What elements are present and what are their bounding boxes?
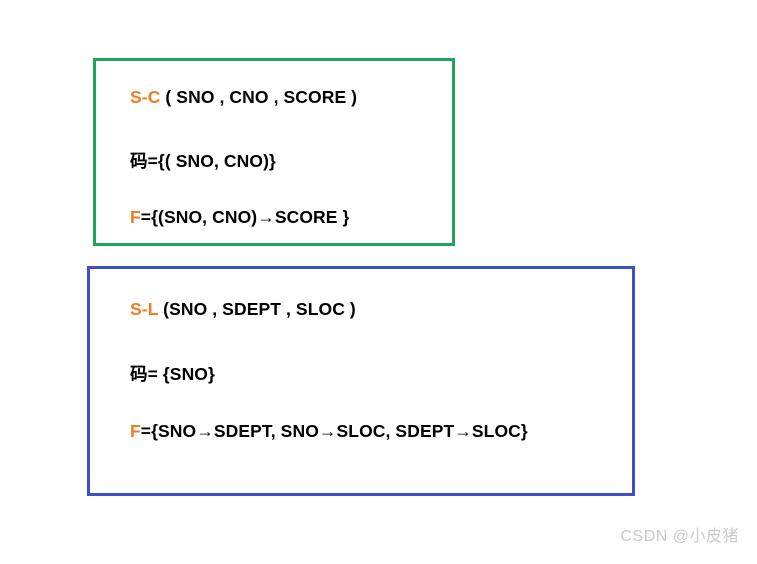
relation-name-sl: S-L bbox=[130, 299, 159, 319]
relation-box-sl-content: S-L (SNO , SDEPT , SLOC ) 码= {SNO} F={SN… bbox=[90, 269, 632, 493]
relation-attributes-sc: ( SNO , CNO , SCORE ) bbox=[160, 87, 358, 107]
key-value-sl: = {SNO} bbox=[147, 364, 215, 384]
relation-attributes-sl: (SNO , SDEPT , SLOC ) bbox=[158, 299, 356, 319]
relation-key-sl: 码= {SNO} bbox=[130, 361, 215, 386]
key-label-cjk-sl: 码 bbox=[130, 365, 148, 385]
relation-box-sc: S-C ( SNO , CNO , SCORE ) 码={( SNO, CNO)… bbox=[93, 58, 455, 246]
relation-fd-sc: F={(SNO, CNO)→SCORE } bbox=[130, 207, 349, 228]
relation-schema-sc: S-C ( SNO , CNO , SCORE ) bbox=[130, 87, 357, 108]
key-value-sc: ={( SNO, CNO)} bbox=[147, 151, 276, 171]
relation-fd-sl: F={SNO→SDEPT, SNO→SLOC, SDEPT→SLOC} bbox=[130, 421, 528, 442]
fd-value-sc: ={(SNO, CNO)→SCORE } bbox=[140, 207, 350, 227]
relation-box-sc-content: S-C ( SNO , CNO , SCORE ) 码={( SNO, CNO)… bbox=[96, 61, 452, 243]
fd-value-sl: ={SNO→SDEPT, SNO→SLOC, SDEPT→SLOC} bbox=[140, 421, 528, 441]
relation-schema-sl: S-L (SNO , SDEPT , SLOC ) bbox=[130, 299, 356, 320]
key-label-cjk-sc: 码 bbox=[130, 152, 148, 172]
fd-label-sc: F bbox=[130, 207, 141, 227]
fd-label-sl: F bbox=[130, 421, 141, 441]
relation-key-sc: 码={( SNO, CNO)} bbox=[130, 148, 276, 173]
relation-name-sc: S-C bbox=[130, 87, 161, 107]
csdn-watermark: CSDN @小皮猪 bbox=[620, 528, 739, 545]
relation-box-sl: S-L (SNO , SDEPT , SLOC ) 码= {SNO} F={SN… bbox=[87, 266, 635, 496]
